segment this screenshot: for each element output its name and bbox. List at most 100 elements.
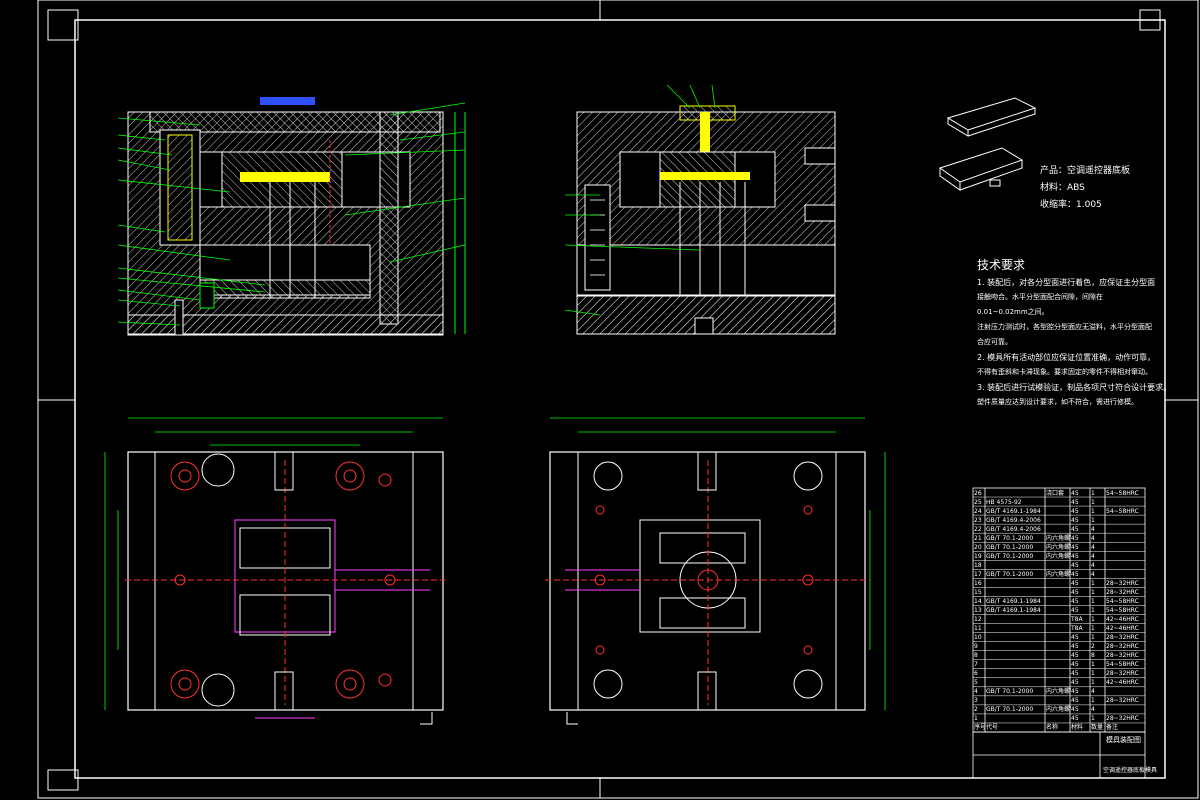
bom-cell: 1: [1091, 634, 1095, 642]
bom-cell: 45: [1071, 688, 1079, 696]
section-view-right: [564, 84, 836, 335]
bom-cell: 4: [1091, 534, 1095, 542]
product-isometric: [938, 97, 1037, 191]
bom-cell: 45: [1071, 570, 1079, 578]
bom-header-cell: 序号: [974, 724, 986, 732]
bom-cell: 内六角螺钉: [1046, 688, 1071, 696]
material-label: 材料：ABS: [1040, 183, 1085, 193]
bom-cell: 28~32HRC: [1106, 652, 1139, 660]
bom-cell: 45: [1071, 652, 1079, 660]
bom-header-cell: 材料: [1071, 724, 1084, 732]
bom-cell: T8A: [1071, 616, 1083, 624]
bom-cell: 11: [974, 625, 982, 633]
plan-view-left: [104, 417, 445, 719]
bom-cell: 4: [1091, 552, 1095, 560]
bom-cell: 3: [974, 697, 978, 705]
product-name-label: 产品：空调遥控器底板: [1040, 166, 1131, 176]
bom-header-cell: 备注: [1106, 724, 1119, 732]
bom-cell: 22: [974, 525, 982, 533]
bom-cell: 28~32HRC: [1106, 697, 1139, 705]
bom-table-grid: [972, 487, 1146, 779]
bom-cell: GB/T 70.1-2000: [986, 688, 1034, 696]
bom-cell: 54~58HRC: [1106, 489, 1139, 497]
bom-cell: 45: [1071, 489, 1079, 497]
bom-cell: 1: [1091, 670, 1095, 678]
bom-cell: 42~46HRC: [1106, 625, 1139, 633]
tech-requirement-line: 合应可靠。: [977, 338, 1012, 346]
bom-cell: 1: [1091, 588, 1095, 596]
bom-cell: GB/T 70.1-2000: [986, 543, 1034, 551]
bom-cell: 16: [974, 579, 982, 587]
bom-cell: 45: [1071, 534, 1079, 542]
bom-header-cell: 名称: [1046, 724, 1059, 732]
bom-cell: 45: [1071, 606, 1079, 614]
shrink-rate-label: 收缩率：1.005: [1040, 200, 1102, 210]
bom-cell: 19: [974, 552, 982, 560]
bom-cell: 1: [1091, 498, 1095, 506]
bom-cell: GB/T 4169.1-1984: [986, 507, 1041, 515]
tech-requirement-line: 不得有歪斜和卡滞现象。要求固定的零件不得相对窜动。: [977, 368, 1152, 376]
bom-cell: 13: [974, 606, 982, 614]
bom-cell: 28~32HRC: [1106, 588, 1139, 596]
bom-cell: 45: [1071, 679, 1079, 687]
bom-cell: GB/T 70.1-2000: [986, 706, 1034, 714]
bom-cell: 45: [1071, 552, 1079, 560]
bom-cell: 45: [1071, 525, 1079, 533]
bom-cell: 18: [974, 561, 982, 569]
bom-cell: 45: [1071, 670, 1079, 678]
bom-cell: 4: [1091, 706, 1095, 714]
bom-cell: 1: [1091, 579, 1095, 587]
bom-cell: 内六角螺钉: [1046, 552, 1071, 560]
bom-cell: 8: [1091, 652, 1095, 660]
bom-cell: 45: [1071, 561, 1079, 569]
bom-cell: HB 4575-92: [986, 498, 1022, 506]
bom-cell: 15: [974, 588, 982, 596]
bom-cell: 28~32HRC: [1106, 670, 1139, 678]
bom-cell: 45: [1071, 516, 1079, 524]
bom-cell: 17: [974, 570, 982, 578]
bom-cell: 28~32HRC: [1106, 634, 1139, 642]
bom-cell: 54~58HRC: [1106, 597, 1139, 605]
bom-cell: 内六角螺钉: [1046, 534, 1071, 542]
bom-cell: 1: [1091, 661, 1095, 669]
tech-requirement-line: 注射压力测试时，各型腔分型面应无溢料，水平分型面配: [977, 323, 1152, 331]
plan-view-right: [420, 417, 886, 725]
bom-cell: 26: [974, 489, 982, 497]
bom-cell: 7: [974, 661, 978, 669]
bom-cell: 2: [974, 706, 978, 714]
bom-cell: 4: [1091, 561, 1095, 569]
bom-cell: 25: [974, 498, 982, 506]
bom-cell: 1: [1091, 507, 1095, 515]
bom-cell: 45: [1071, 706, 1079, 714]
bom-cell: 54~58HRC: [1106, 606, 1139, 614]
bom-cell: 4: [1091, 688, 1095, 696]
bom-cell: 5: [974, 679, 978, 687]
tech-requirement-line: 2. 模具所有活动部位应保证位置准确，动作可靠，: [977, 353, 1156, 362]
bom-cell: 20: [974, 543, 982, 551]
bom-cell: 4: [1091, 543, 1095, 551]
sheet-outer-border: [37, 0, 1199, 799]
bom-cell: 45: [1071, 597, 1079, 605]
bom-cell: 1: [974, 715, 978, 723]
bom-cell: 1: [1091, 606, 1095, 614]
bom-cell: 45: [1071, 634, 1079, 642]
bom-cell: 42~46HRC: [1106, 616, 1139, 624]
bom-cell: 54~58HRC: [1106, 507, 1139, 515]
bom-cell: 45: [1071, 498, 1079, 506]
bom-cell: 1: [1091, 697, 1095, 705]
bom-cell: 24: [974, 507, 982, 515]
bom-cell: 内六角螺钉: [1046, 543, 1071, 551]
tech-requirement-line: 3. 装配后进行试模验证，制品各项尺寸符合设计要求。: [977, 383, 1172, 392]
bom-cell: 9: [974, 643, 978, 651]
sheet-inner-border: [74, 19, 1166, 779]
bom-cell: 6: [974, 670, 978, 678]
bom-cell: 4: [974, 688, 978, 696]
bom-cell: 45: [1071, 507, 1079, 515]
bom-cell: T8A: [1071, 625, 1083, 633]
tech-requirements-title: 技术要求: [977, 258, 1026, 272]
title-block-subtitle: 空调遥控器底板模具: [1103, 767, 1158, 774]
bom-cell: 45: [1071, 661, 1079, 669]
bom-cell: 28~32HRC: [1106, 579, 1139, 587]
